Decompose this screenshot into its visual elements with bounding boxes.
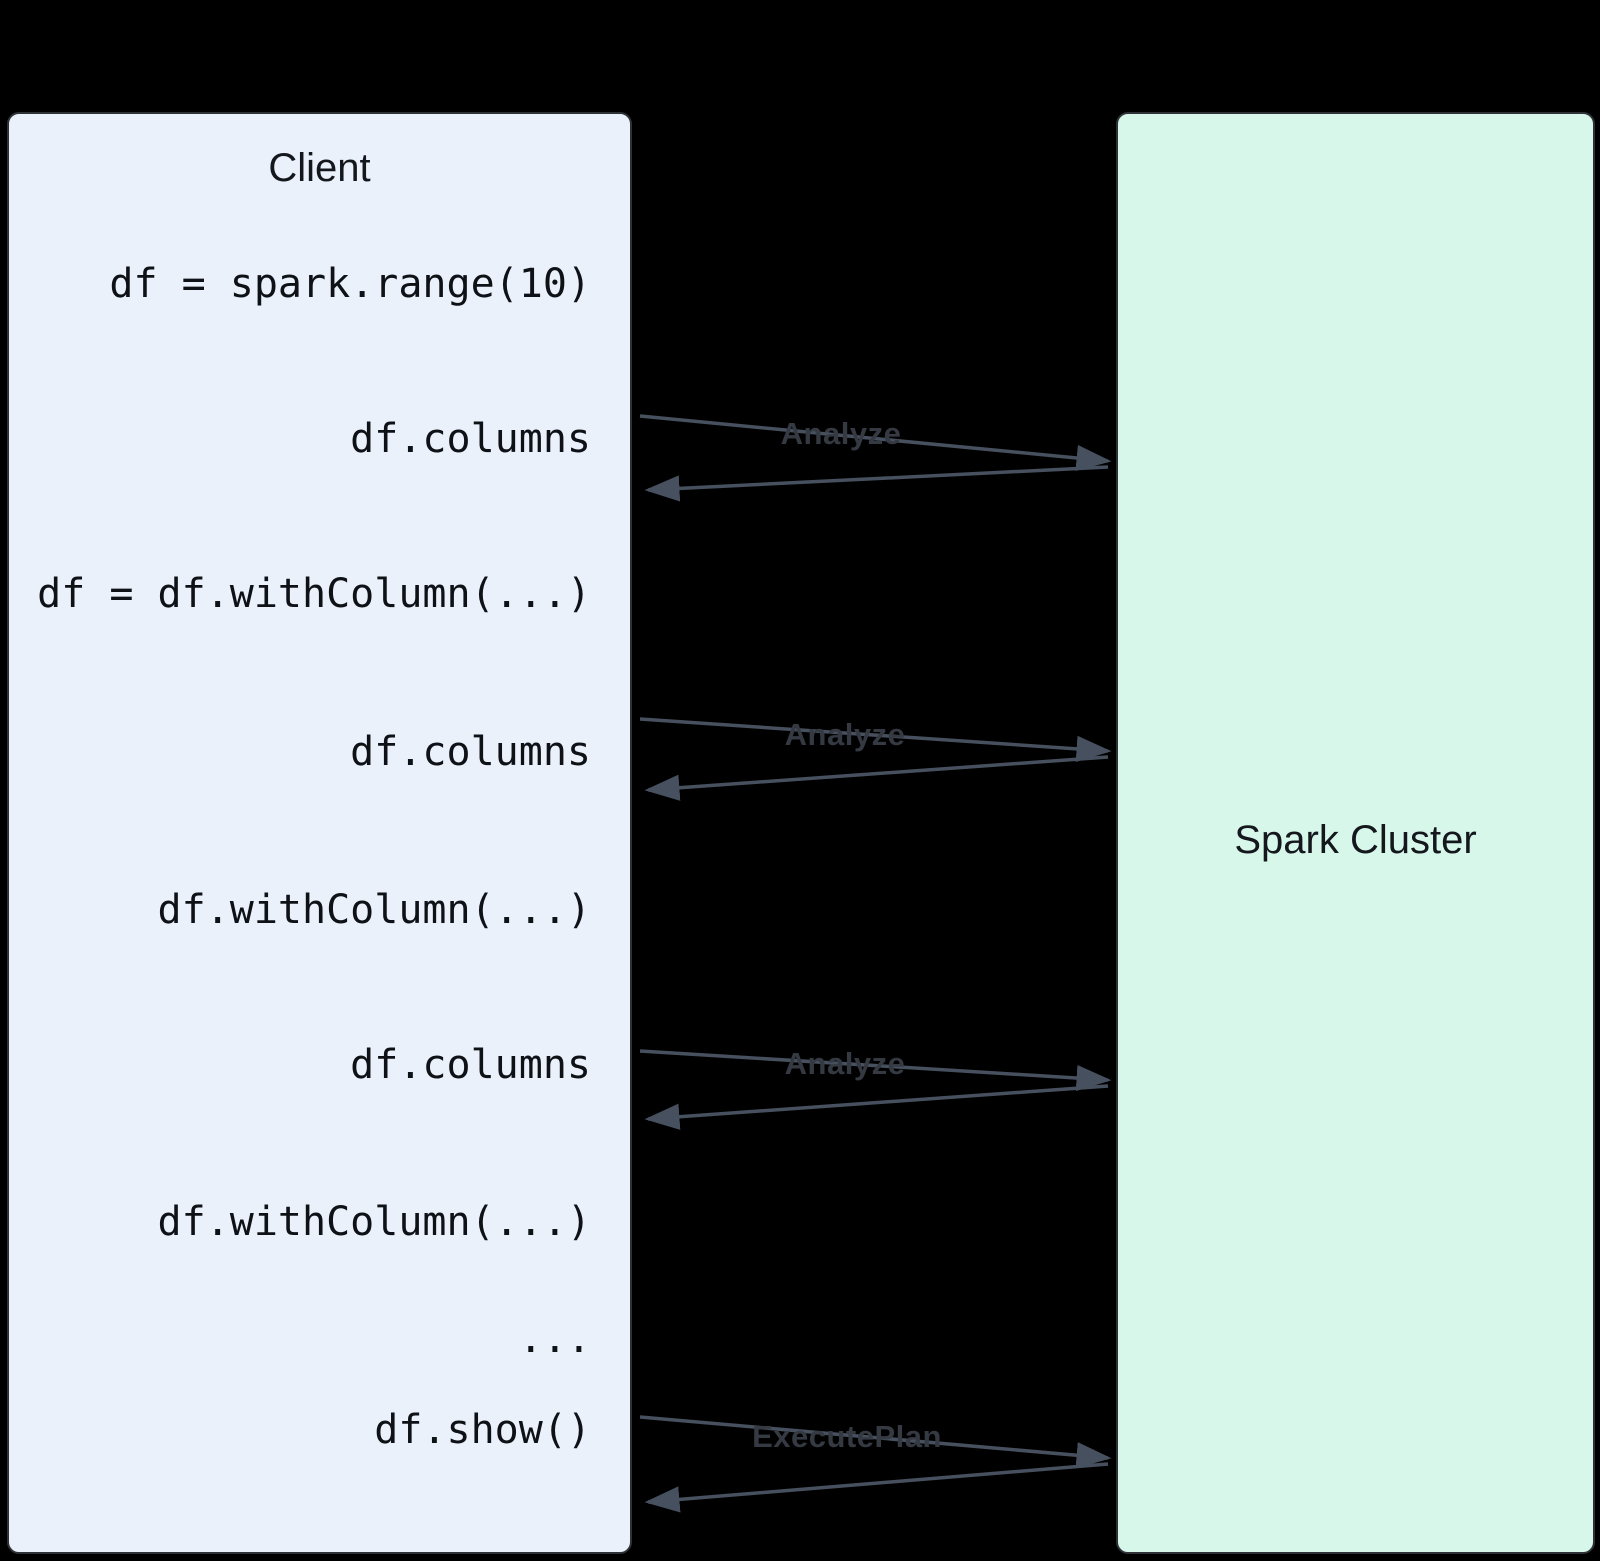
message-label-analyze-2: Analyze (784, 717, 906, 752)
spark-cluster-panel: Spark Cluster (1116, 112, 1595, 1554)
analyze-3-response-arrow (644, 1084, 1109, 1130)
code-line: df.columns (350, 416, 591, 462)
message-label-executeplan: ExecutePlan (752, 1419, 942, 1454)
executeplan-response-arrow (644, 1462, 1109, 1513)
analyze-1-response-arrow (644, 465, 1109, 502)
code-line: df.columns (350, 1042, 591, 1088)
client-panel: Client df = spark.range(10) df.columns d… (7, 112, 632, 1554)
client-title: Client (268, 146, 371, 190)
analyze-2-response-arrow (644, 755, 1109, 801)
code-line: ... (518, 1316, 591, 1362)
code-line: df.columns (350, 729, 591, 775)
code-line: df.show() (374, 1407, 591, 1453)
code-line: df = df.withColumn(...) (37, 571, 591, 617)
message-label-analyze-1: Analyze (780, 416, 902, 451)
code-line: df.withColumn(...) (157, 1199, 591, 1245)
code-line: df = spark.range(10) (109, 261, 591, 307)
message-arrows (639, 414, 1112, 1513)
message-label-analyze-3: Analyze (784, 1046, 906, 1081)
spark-cluster-title: Spark Cluster (1234, 818, 1477, 862)
code-line: df.withColumn(...) (157, 887, 591, 933)
